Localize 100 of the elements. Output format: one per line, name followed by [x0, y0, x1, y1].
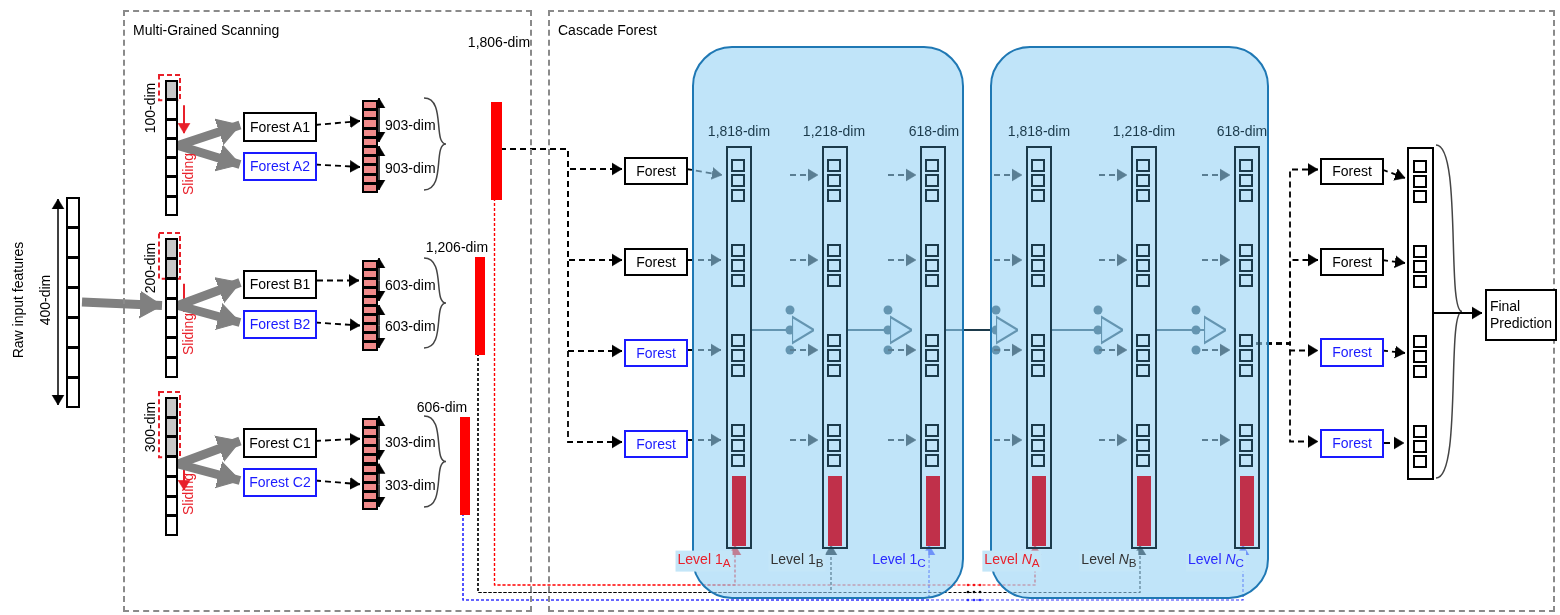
dashed-arrow: [1098, 168, 1128, 182]
feature-vector: [362, 260, 378, 350]
dashed-arrow: [1201, 253, 1231, 267]
forest-box: Forest: [624, 430, 688, 458]
section-title: Multi-Grained Scanning: [133, 22, 280, 38]
dashed-arrow: [789, 253, 819, 267]
dashed-arrow: [1098, 253, 1128, 267]
dashed-arrow: [789, 433, 819, 447]
forest-box: Forest C2: [243, 468, 317, 497]
sliding-window-vector: [165, 80, 178, 215]
feature-vector: [362, 418, 378, 509]
dashed-arrow: [1098, 343, 1128, 357]
dimension-label: 606-dim: [416, 399, 468, 415]
dashed-arrow: [1383, 436, 1405, 450]
level-label: Level 1$_{C}$: [870, 550, 928, 572]
feature-vector: [362, 100, 378, 192]
dimension-label: 100-dim: [142, 82, 158, 134]
section-title: Cascade Forest: [558, 22, 657, 38]
dimension-label: 1,218-dim: [802, 123, 866, 139]
dashed-arrow: [687, 253, 722, 267]
dimension-label: 1,206-dim: [425, 239, 489, 255]
level-label: Level 1$_{B}$: [768, 550, 826, 572]
dashed-arrow: [316, 274, 360, 287]
block-arrow: [945, 315, 1020, 345]
forest-box: Forest B1: [243, 270, 317, 299]
sliding-window-vector: [165, 397, 178, 535]
dashed-arrow: [993, 343, 1023, 357]
class-vector: [1407, 147, 1434, 480]
dashed-arrow: [1201, 168, 1231, 182]
block-arrow: [751, 315, 816, 345]
class-vector: [726, 146, 752, 549]
forest-box: Forest C1: [243, 428, 317, 458]
level-label: Level N$_{A}$: [982, 550, 1042, 572]
class-vector: [1026, 146, 1052, 549]
dashed-arrow: [1201, 343, 1231, 357]
sliding-label: 400-dim: [37, 274, 53, 326]
sliding-window-vector: [165, 238, 178, 377]
dimension-label: 1,218-dim: [1112, 123, 1176, 139]
dashed-arrow: [1201, 433, 1231, 447]
concatenated-vector: [475, 257, 485, 355]
dimension-label: 1,818-dim: [1007, 123, 1071, 139]
section-frame: [123, 10, 532, 612]
dashed-arrow: [789, 168, 819, 182]
dimension-label: 1,818-dim: [707, 123, 771, 139]
dashed-arrow: [1255, 342, 1319, 448]
dashed-arrow: [1098, 433, 1128, 447]
forest-box: Forest A1: [243, 112, 317, 142]
forest-box: Forest: [1320, 429, 1384, 458]
level-label: Level N$_{B}$: [1079, 550, 1139, 572]
forest-box: Forest B2: [243, 310, 317, 339]
dashed-arrow: [887, 253, 917, 267]
concatenated-vector: [460, 417, 470, 515]
forest-box: Forest: [624, 248, 688, 276]
axis-title: Raw input features: [10, 241, 26, 359]
dashed-arrow: [993, 168, 1023, 182]
dimension-label: 603-dim: [385, 277, 436, 293]
dashed-arrow: [477, 352, 1147, 594]
sliding-label: Sliding: [180, 313, 196, 355]
forest-box: Forest: [624, 339, 688, 367]
block-arrow: [847, 315, 914, 345]
block-arrow: [1156, 315, 1228, 345]
dimension-label: 618-dim: [908, 123, 960, 139]
arrow: [176, 459, 242, 489]
class-vector: [1131, 146, 1157, 549]
arrow: [1433, 306, 1483, 320]
dimension-label: 618-dim: [1216, 123, 1268, 139]
sliding-label: Sliding: [180, 153, 196, 195]
forest-box: Forest: [1320, 248, 1384, 276]
forest-box: Forest: [1320, 158, 1384, 185]
forest-box: Forest: [624, 157, 688, 185]
class-vector: [1234, 146, 1260, 549]
dashed-arrow: [789, 343, 819, 357]
block-arrow: [1051, 315, 1125, 345]
dashed-arrow: [887, 433, 917, 447]
dimension-label: 603-dim: [385, 318, 436, 334]
dimension-label: 300-dim: [142, 401, 158, 453]
level-label: Level N$_{C}$: [1186, 550, 1246, 572]
dashed-arrow: [687, 433, 722, 447]
dimension-label: 1,806-dim: [467, 34, 531, 50]
dimension-label: 903-dim: [385, 160, 436, 176]
section-frame: [548, 10, 1555, 612]
dimension-label: 303-dim: [385, 477, 436, 493]
class-vector: [822, 146, 848, 549]
class-vector: [920, 146, 946, 549]
concatenated-vector: [491, 102, 502, 200]
dashed-arrow: [887, 168, 917, 182]
level-label: Level 1$_{A}$: [675, 550, 733, 572]
arrow: [176, 301, 242, 330]
input-vector: [66, 197, 80, 407]
dashed-arrow: [993, 433, 1023, 447]
dashed-arrow: [993, 253, 1023, 267]
dimension-label: 903-dim: [385, 117, 436, 133]
dashed-arrow: [462, 512, 1250, 601]
arrow: [81, 290, 163, 319]
forest-box: Forest: [1320, 338, 1384, 367]
dashed-arrow: [687, 343, 722, 357]
dashed-arrow: [887, 343, 917, 357]
prediction-box: Final Prediction: [1485, 289, 1557, 341]
forest-box: Forest A2: [243, 152, 317, 181]
dimension-label: 303-dim: [385, 434, 436, 450]
